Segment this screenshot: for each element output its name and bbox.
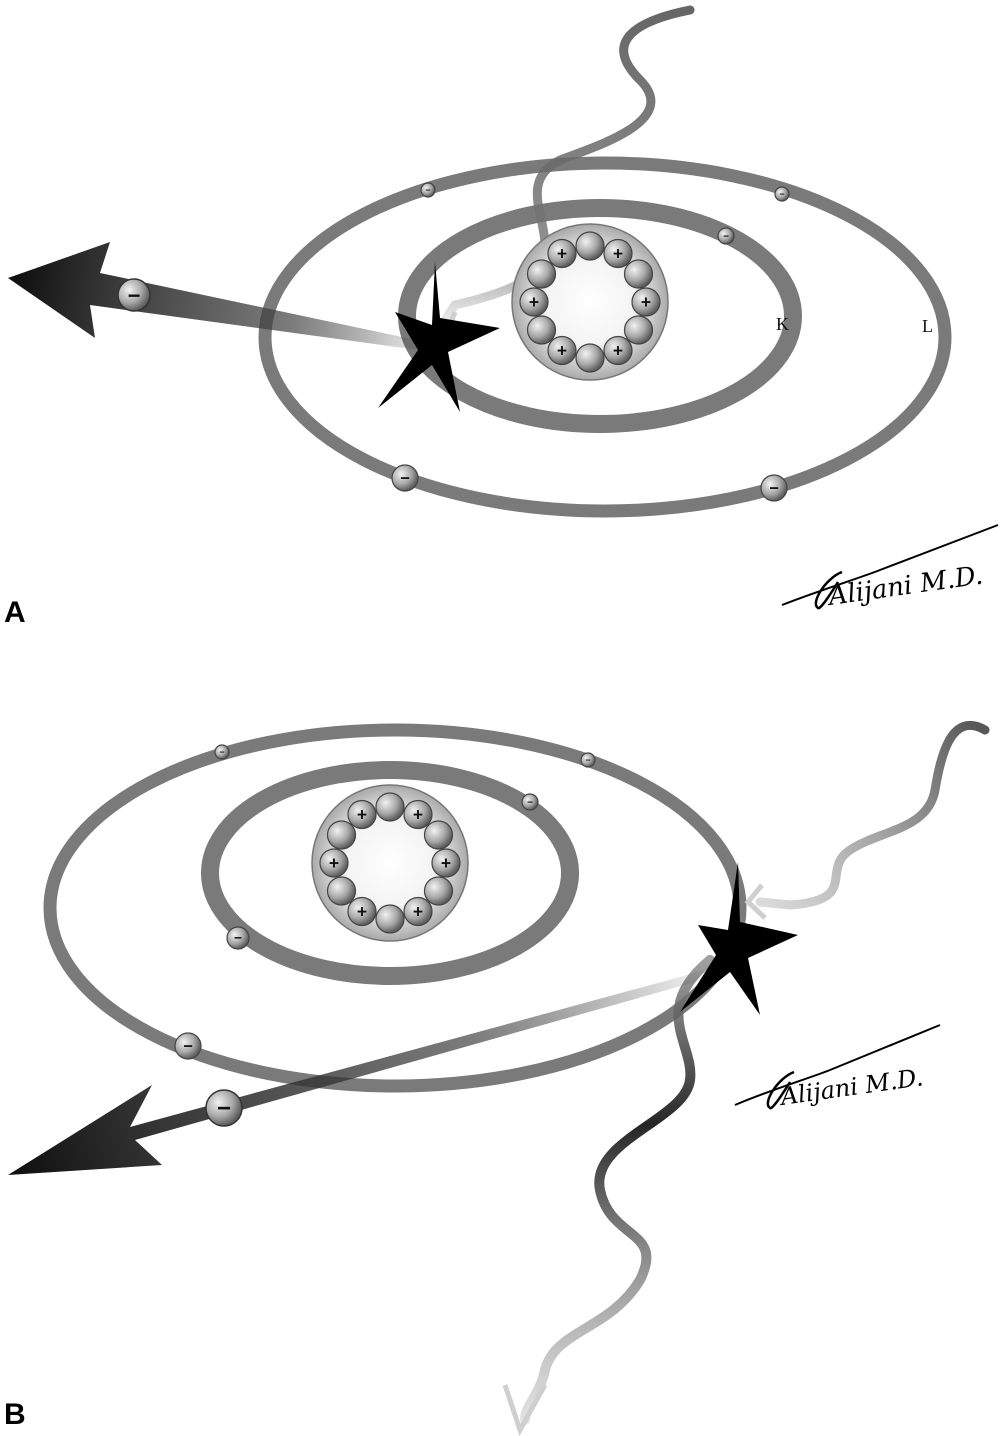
proton: + <box>603 335 633 366</box>
shell-electron: − <box>214 744 230 760</box>
neutron <box>423 820 454 850</box>
neutron <box>526 315 557 345</box>
photon-arrow-tip-b <box>744 883 767 920</box>
inner-shell-k <box>398 199 802 433</box>
shell-electron-sign: − <box>400 469 410 487</box>
shell-electron: − <box>580 752 596 768</box>
shell-electron: − <box>717 227 735 245</box>
signature-a: Alijani M.D. <box>781 524 999 613</box>
proton-sign: + <box>329 853 339 873</box>
shell-electron-sign: − <box>769 479 779 497</box>
proton: + <box>603 238 633 269</box>
neutron <box>423 876 454 906</box>
shell-electron: − <box>521 793 539 811</box>
neutron <box>623 259 654 289</box>
outer-shell-l <box>258 156 952 518</box>
signature-b: Alijani M.D. <box>734 1024 941 1111</box>
proton-sign: + <box>557 243 567 263</box>
interaction-burst-b <box>680 862 798 1015</box>
neutron <box>623 315 654 345</box>
ejected-electron-arrow <box>8 242 440 353</box>
scattered-photon-wave <box>520 955 715 1425</box>
proton: + <box>547 335 577 366</box>
shell-electron: − <box>174 1032 202 1060</box>
shell-electron-sign: − <box>219 747 224 757</box>
outer-shell-b <box>43 723 747 1093</box>
neutron <box>326 820 357 850</box>
shell-label-l: L <box>922 316 933 336</box>
panel-a: − + + + + + + − − − − − K L Alijani M.D. <box>8 5 999 613</box>
panel-b: − + + + + + + − − − − − Alijani M.D. <box>8 720 990 1436</box>
nucleus-b: + + + + + + <box>311 784 469 942</box>
neutron <box>575 231 605 261</box>
shell-electrons-a: − − − − − <box>391 182 790 502</box>
proton: + <box>547 238 577 269</box>
proton-sign: + <box>613 340 623 360</box>
interaction-burst <box>378 262 500 412</box>
neutron <box>375 792 405 822</box>
shell-electron-sign: − <box>183 1037 193 1055</box>
neutron <box>375 904 405 934</box>
panel-label-b: B <box>4 1398 26 1431</box>
proton-sign: + <box>413 901 423 921</box>
shell-electron: − <box>420 182 436 198</box>
ejected-electron-b: − <box>205 1089 243 1127</box>
shell-electron: − <box>226 926 250 950</box>
ejected-electron-sign: − <box>128 283 141 308</box>
proton: + <box>403 896 433 927</box>
shell-electron-sign: − <box>779 189 784 199</box>
shell-electron: − <box>760 474 788 502</box>
shell-electron-sign: − <box>527 797 533 808</box>
shell-electron: − <box>774 186 790 202</box>
nucleus-a: + + + + + + <box>511 223 669 381</box>
panel-label-a: A <box>4 596 26 629</box>
neutron <box>526 259 557 289</box>
proton-sign: + <box>613 243 623 263</box>
proton-sign: + <box>441 853 451 873</box>
proton: + <box>431 848 461 878</box>
shell-electron-sign: − <box>425 185 430 195</box>
ejected-electron-arrow-b <box>8 966 720 1175</box>
proton-sign: + <box>557 340 567 360</box>
proton: + <box>347 896 377 927</box>
shell-label-k: K <box>776 314 789 334</box>
neutron <box>575 343 605 373</box>
proton-sign: + <box>529 292 539 312</box>
scattered-arrow-tip <box>502 1383 548 1436</box>
proton-sign: + <box>641 292 651 312</box>
shell-electron-sign: − <box>585 755 590 765</box>
proton-sign: + <box>357 901 367 921</box>
shell-electron: − <box>391 464 419 492</box>
neutron <box>326 876 357 906</box>
signature-b-text: Alijani M.D. <box>777 1063 925 1111</box>
incoming-photon-wave-b <box>755 720 990 910</box>
proton: + <box>519 287 549 317</box>
proton: + <box>403 799 433 830</box>
ejected-electron-b-sign: − <box>217 1095 231 1122</box>
proton: + <box>319 848 349 878</box>
proton-sign: + <box>413 804 423 824</box>
proton: + <box>347 799 377 830</box>
shell-electrons-b: − − − − − <box>174 744 596 1060</box>
inner-shell-b <box>201 761 579 985</box>
proton-sign: + <box>357 804 367 824</box>
signature-a-text: Alijani M.D. <box>825 561 985 613</box>
ejected-electron: − <box>117 278 151 312</box>
shell-electron-sign: − <box>234 931 242 946</box>
proton: + <box>631 287 661 317</box>
shell-electron-sign: − <box>723 231 729 242</box>
